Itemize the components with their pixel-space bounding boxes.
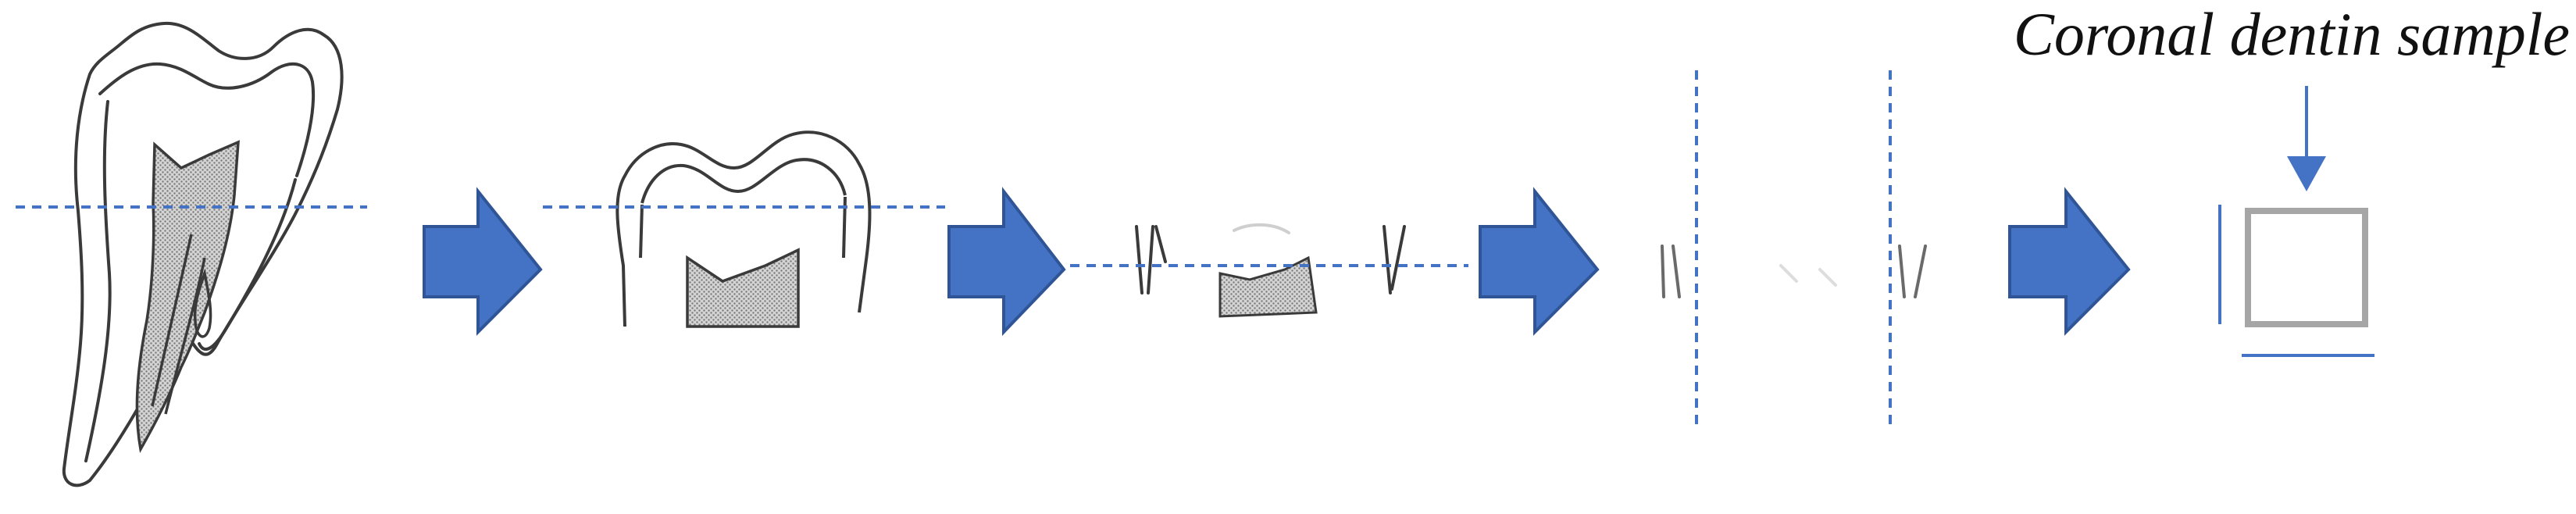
sample-square — [2245, 208, 2368, 327]
crown-pulp-chamber — [686, 248, 800, 328]
whole-tooth-drawing — [62, 21, 344, 487]
arrow-2 — [947, 187, 1066, 336]
strip-faint — [1779, 264, 1837, 287]
crown-section-drawing — [615, 130, 872, 328]
tooth-pulp-chamber — [135, 140, 240, 454]
crown-enamel-line — [640, 158, 847, 204]
dentin-sample-drawing — [2218, 86, 2374, 357]
sample-label: Coronal dentin sample — [2014, 0, 2570, 68]
tooth-root-canals — [151, 234, 212, 415]
slice-top-arc — [1233, 223, 1290, 234]
slice-right-wall — [1383, 225, 1406, 294]
arrow-1 — [423, 187, 543, 336]
arrow-3 — [1479, 187, 1600, 336]
crown-slice-drawing — [1135, 223, 1406, 294]
strip-right — [1898, 245, 1927, 298]
slice-dentin — [1218, 255, 1318, 318]
label-pointer-arrowhead — [2287, 156, 2326, 191]
slice-left-wall — [1135, 225, 1167, 294]
arrow-4 — [2008, 187, 2131, 336]
tooth-root-right-line — [198, 178, 297, 351]
tooth-root-left-line — [84, 100, 112, 462]
dentin-strips-drawing — [1661, 245, 1927, 298]
crown-inner-left — [639, 204, 644, 259]
tooth-enamel-line — [98, 62, 316, 177]
strip-left — [1661, 245, 1681, 298]
crown-outer-outline — [615, 130, 872, 327]
